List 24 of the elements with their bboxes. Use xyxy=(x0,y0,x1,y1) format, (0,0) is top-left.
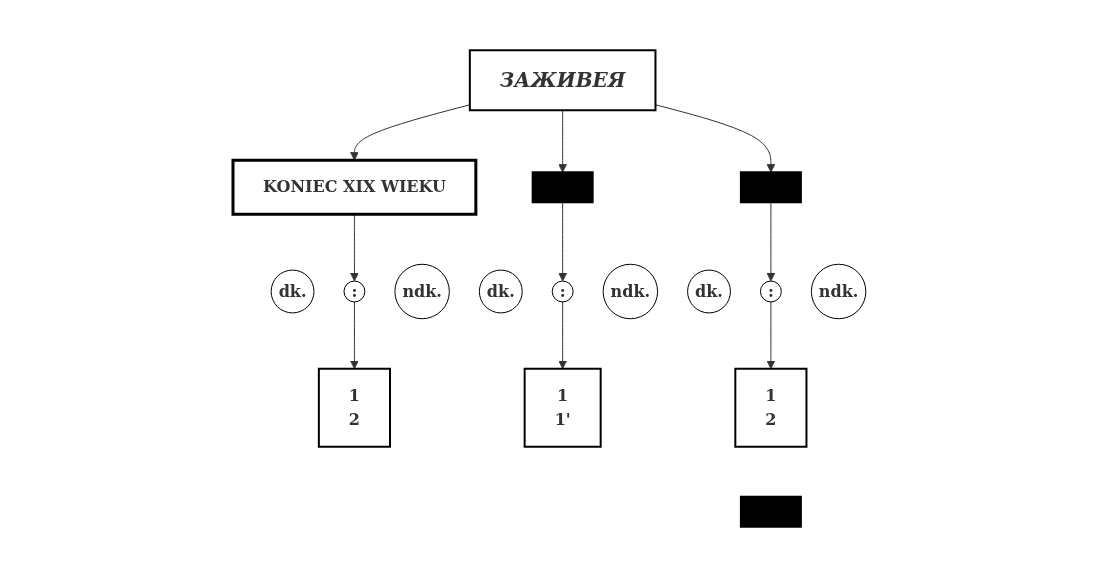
node-box xyxy=(739,495,802,528)
node-box xyxy=(531,171,594,204)
node-box: 1 2 xyxy=(317,367,392,448)
arrow xyxy=(558,301,568,370)
node-circle: : xyxy=(760,280,782,303)
node-box: 1 2 xyxy=(734,367,808,448)
arrow xyxy=(350,301,359,370)
arrow xyxy=(766,301,776,370)
arrow xyxy=(655,104,776,173)
node-circle: dk. xyxy=(478,269,523,314)
node-circle: dk. xyxy=(270,269,315,314)
arrow xyxy=(766,201,776,282)
node-circle: ndk. xyxy=(602,263,659,320)
node-circle: dk. xyxy=(687,269,731,314)
node-box: KONIEC XIX WIEKU xyxy=(231,158,478,216)
arrow xyxy=(558,109,568,173)
node-circle: ndk. xyxy=(394,263,450,320)
node-circle: : xyxy=(551,280,574,303)
node-box xyxy=(739,171,802,204)
node-box: ЗАЖИВЕЯ xyxy=(468,49,657,112)
node-box: 1 1' xyxy=(523,367,602,448)
node-circle: ndk. xyxy=(810,263,867,320)
node-circle: : xyxy=(343,280,366,303)
arrow xyxy=(558,201,568,282)
